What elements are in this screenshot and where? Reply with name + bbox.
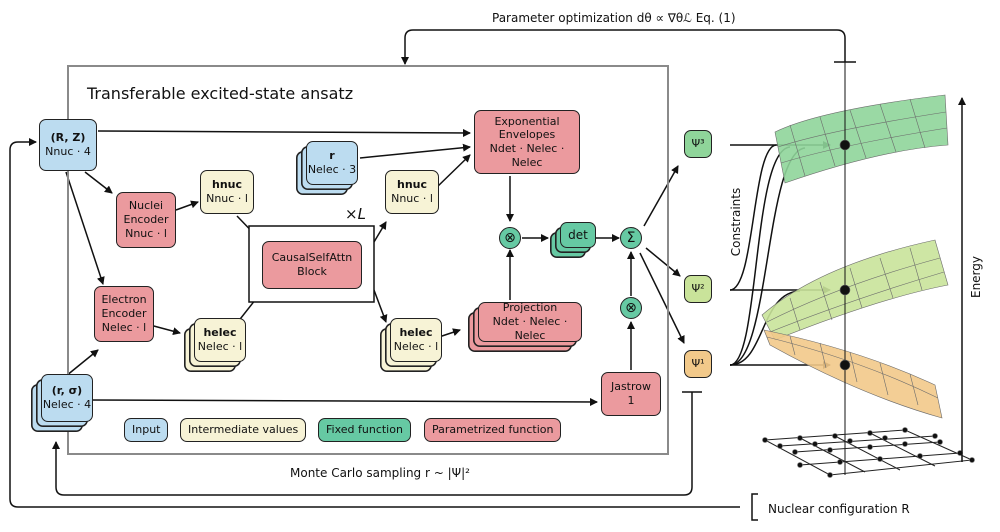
envelopes-line1: Exponential: [494, 114, 560, 128]
electron-encoder-line1: Electron: [101, 293, 147, 307]
attn-line2: Block: [297, 265, 327, 278]
nuclei-encoder-line1: Nuclei: [128, 199, 164, 213]
nuclei-input-node: (R, Z) Nnuc · 4: [39, 119, 97, 171]
electron-encoder-node: Electron Encoder Nelec · l: [94, 286, 154, 342]
nuclei-encoder-line2: Encoder: [123, 213, 169, 227]
hnuc-output-shape: Nnuc · l: [391, 192, 433, 205]
nuclei-input-shape: Nnuc · 4: [45, 145, 91, 158]
optimization-caption: Parameter optimization dθ ∝ ∇θℒ Eq. (1): [492, 11, 736, 25]
hnuc-input-shape: Nnuc · l: [206, 192, 248, 205]
causal-self-attn-node: CausalSelfAttn Block: [262, 241, 362, 289]
position-input-title: r: [329, 149, 335, 163]
electron-input-node: (r, σ) Nelec · 4: [41, 374, 93, 422]
electron-encoder-shape: Nelec · l: [101, 320, 147, 334]
nuclei-input-title: (R, Z): [50, 131, 86, 145]
energy-surfaces: [761, 62, 975, 478]
envelopes-line2: Envelopes: [498, 128, 556, 142]
electron-encoder-line2: Encoder: [101, 307, 147, 321]
sum-node: Σ: [620, 227, 642, 249]
legend-intermediate: Intermediate values: [180, 418, 307, 442]
envelopes-shape: Ndet · Nelec · Nelec: [489, 142, 565, 169]
projection-line1: Projection: [502, 301, 558, 315]
nuclei-encoder-shape: Nnuc · l: [125, 226, 167, 240]
projection-shape: Ndet · Nelec · Nelec: [492, 315, 568, 342]
psi1-output-node: Ψ¹: [684, 350, 712, 378]
sampling-caption: Monte Carlo sampling r ~ |Ψ|²: [290, 466, 470, 480]
electron-input-title: (r, σ): [51, 384, 83, 398]
nuclear-config-arrow: [9, 138, 740, 508]
helec-output-node: helec Nelec · l: [390, 318, 442, 362]
electron-input-shape: Nelec · 4: [42, 398, 92, 411]
legend-fixed: Fixed function: [318, 418, 411, 442]
hnuc-input-node: hnuc Nnuc · l: [200, 170, 254, 214]
jastrow-line2: 1: [627, 394, 635, 407]
psi2-output-node: Ψ²: [684, 275, 712, 303]
repeat-label: ×L: [345, 205, 366, 223]
optimization-arrow: [401, 29, 846, 65]
position-input-shape: Nelec · 3: [307, 163, 357, 176]
helec-input-node: helec Nelec · l: [194, 318, 246, 362]
ansatz-frame: [67, 65, 669, 455]
legend-input: Input: [124, 418, 169, 442]
hnuc-output-node: hnuc Nnuc · l: [385, 170, 439, 214]
jastrow-line1: Jastrow: [610, 380, 652, 394]
hnuc-output-title: hnuc: [396, 178, 427, 192]
determinant-node: det: [560, 222, 596, 248]
nuclei-encoder-node: Nuclei Encoder Nnuc · l: [116, 192, 176, 248]
diagram-title: Transferable excited-state ansatz: [87, 84, 354, 103]
nuclear-config-caption: Nuclear configuration R: [768, 502, 910, 516]
attn-line1: CausalSelfAttn: [271, 251, 353, 265]
helec-input-title: helec: [203, 326, 237, 340]
sampling-arrow: [52, 392, 693, 496]
multiply-jastrow-node: ⊗: [620, 297, 642, 319]
helec-output-title: helec: [399, 326, 433, 340]
multiply-envelope-node: ⊗: [499, 227, 521, 249]
hnuc-input-title: hnuc: [211, 178, 242, 192]
psi3-output-node: Ψ³: [684, 130, 712, 158]
helec-input-shape: Nelec · l: [197, 340, 243, 353]
exponential-envelopes-node: Exponential Envelopes Ndet · Nelec · Nel…: [474, 110, 580, 174]
jastrow-node: Jastrow 1: [601, 372, 661, 416]
position-input-node: r Nelec · 3: [306, 141, 358, 185]
projection-node: Projection Ndet · Nelec · Nelec: [478, 301, 582, 342]
energy-label: Energy: [969, 255, 984, 299]
legend-parametrized: Parametrized function: [424, 418, 562, 442]
helec-output-shape: Nelec · l: [393, 340, 439, 353]
constraints-label: Constraints: [729, 187, 744, 257]
